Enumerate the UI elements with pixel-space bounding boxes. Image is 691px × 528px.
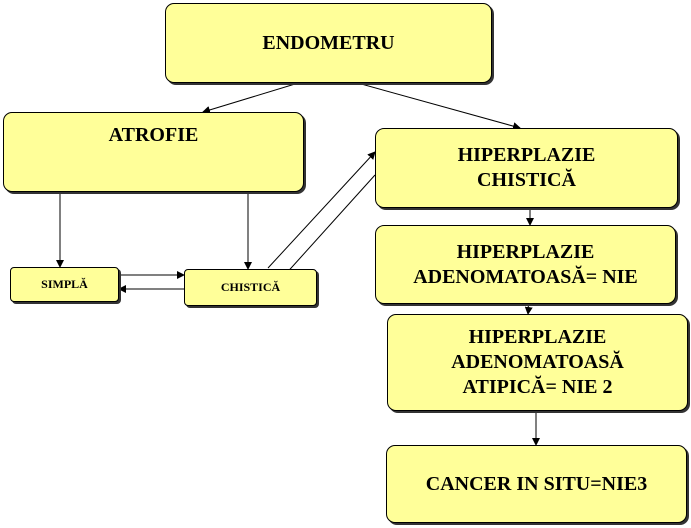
node-hiperplazie-adenomatoasa-line2: ADENOMATOASĂ= NIE (413, 265, 638, 288)
node-hiperplazie-chistica-line2: CHISTICĂ (477, 169, 576, 191)
arrow-chistica-to-hiperplazie-chistica (267, 151, 376, 269)
node-chistica: CHISTICĂ (184, 269, 317, 306)
node-hiperplazie-chistica: HIPERPLAZIE CHISTICĂ (375, 128, 678, 208)
arrow-hiperplazie-chistica-to-chistica (282, 174, 376, 278)
node-hiperplazie-atipica-line1: HIPERPLAZIE (468, 326, 607, 348)
node-endometru-label: ENDOMETRU (262, 31, 395, 54)
node-hiperplazie-atipica-line3: ATIPICĂ= NIE 2 (462, 376, 613, 398)
node-hiperplazie-chistica-line1: HIPERPLAZIE (457, 144, 596, 166)
node-hiperplazie-adenomatoasa-line1: HIPERPLAZIE (456, 240, 595, 263)
node-hiperplazie-atipica-line2: ADENOMATOASĂ (451, 351, 624, 373)
arrow-endometru-to-hiperplazie-chistica (335, 76, 521, 130)
node-hiperplazie-atipica: HIPERPLAZIE ADENOMATOASĂ ATIPICĂ= NIE 2 (387, 314, 688, 411)
node-atrofie: ATROFIE (3, 112, 304, 192)
node-simpla: SIMPLĂ (10, 267, 119, 302)
node-atrofie-label: ATROFIE (108, 124, 199, 146)
node-hiperplazie-adenomatoasa: HIPERPLAZIE ADENOMATOASĂ= NIE (375, 225, 676, 304)
node-cancer-in-situ-label: CANCER IN SITU=NIE3 (425, 472, 648, 495)
node-endometru: ENDOMETRU (165, 3, 492, 83)
node-chistica-label: CHISTICĂ (220, 280, 281, 294)
node-cancer-in-situ: CANCER IN SITU=NIE3 (386, 445, 687, 523)
node-simpla-label: SIMPLĂ (41, 277, 88, 291)
